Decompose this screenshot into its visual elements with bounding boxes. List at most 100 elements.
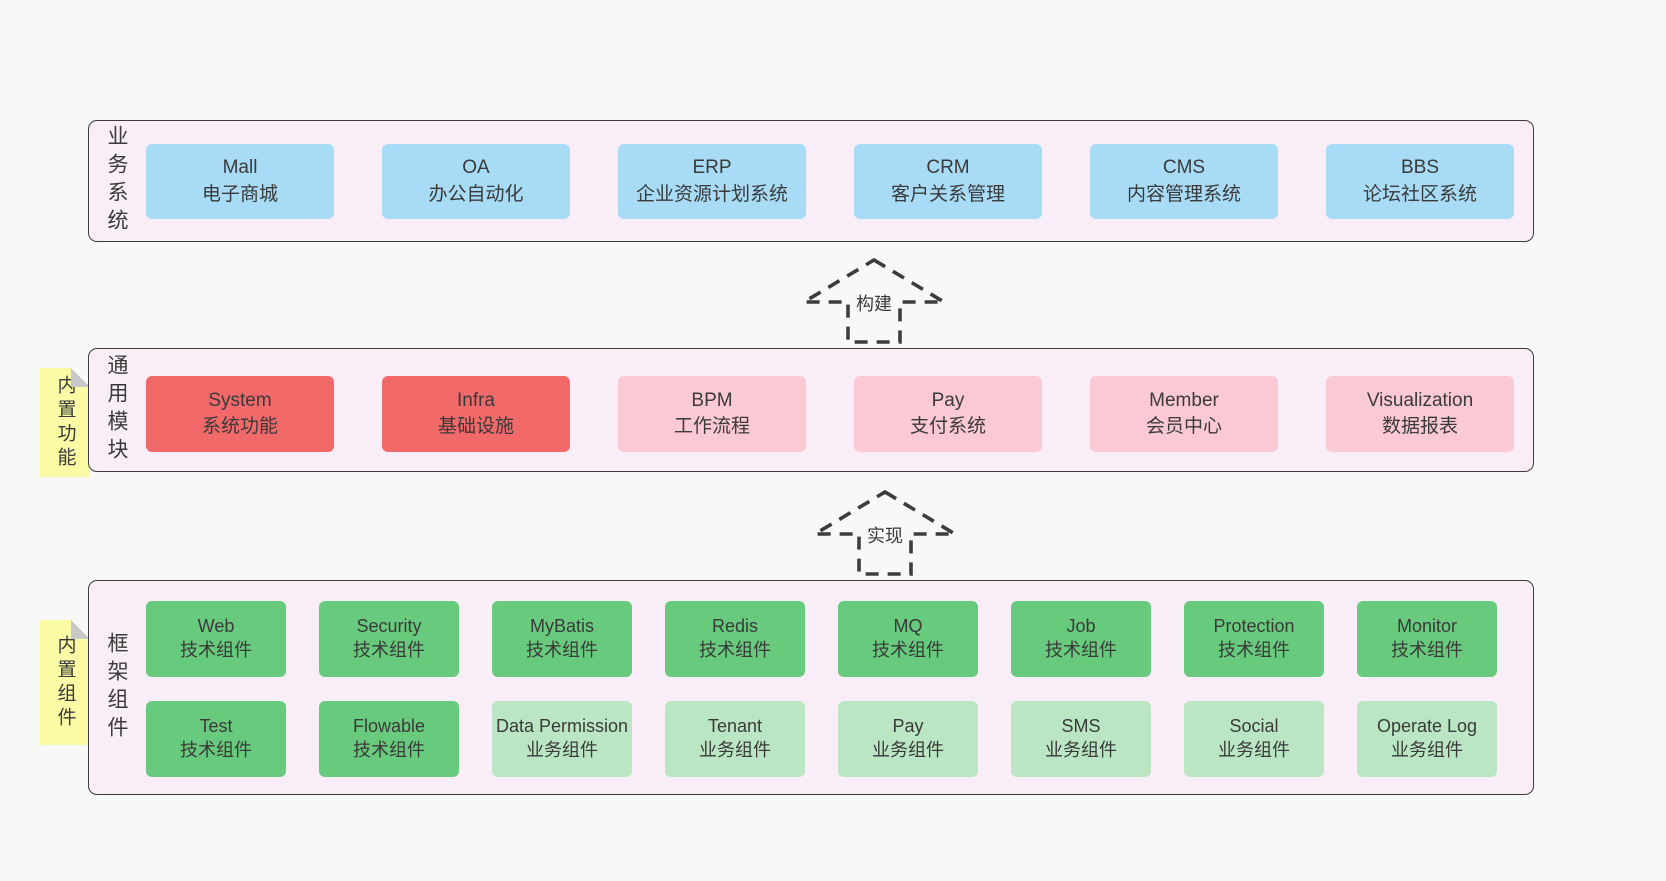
box-name: Job xyxy=(1066,616,1096,637)
box-desc: 业务组件 xyxy=(1045,740,1117,760)
box-desc: 技术组件 xyxy=(353,740,425,760)
box-desc: 会员中心 xyxy=(1145,416,1222,437)
component-box-mybatis: MyBatis 技术组件 xyxy=(492,601,632,677)
component-box-monitor: Monitor 技术组件 xyxy=(1357,601,1497,677)
business-section-label: 业务系统 xyxy=(105,125,128,237)
box-name: Pay xyxy=(892,716,924,737)
framework-components-section: 框架组件 Web 技术组件 Security 技术组件 MyBatis 技术组件… xyxy=(88,580,1534,795)
component-box-tenant: Tenant 业务组件 xyxy=(665,701,805,777)
build-arrow: 构建 xyxy=(799,256,949,344)
module-box-visualization: Visualization 数据报表 xyxy=(1326,376,1514,452)
module-box-member: Member 会员中心 xyxy=(1090,376,1278,452)
module-box-bpm: BPM 工作流程 xyxy=(618,376,806,452)
component-box-test: Test 技术组件 xyxy=(146,701,286,777)
module-box-infra: Infra 基础设施 xyxy=(382,376,570,452)
module-box-system: System 系统功能 xyxy=(146,376,334,452)
business-box-crm: CRM 客户关系管理 xyxy=(854,144,1042,219)
box-desc: 系统功能 xyxy=(201,416,278,437)
business-boxes-row: Mall 电子商城 OA 办公自动化 ERP 企业资源计划系统 CRM 客户关系… xyxy=(146,144,1514,219)
box-desc: 支付系统 xyxy=(909,416,986,437)
box-name: ERP xyxy=(692,157,732,179)
builtin-components-tag: 内置组件 xyxy=(40,620,90,745)
box-desc: 技术组件 xyxy=(1218,640,1290,660)
business-systems-section: 业务系统 Mall 电子商城 OA 办公自动化 ERP 企业资源计划系统 CRM… xyxy=(88,120,1534,242)
box-name: Monitor xyxy=(1396,616,1458,637)
components-row-2: Test 技术组件 Flowable 技术组件 Data Permission … xyxy=(146,701,1497,777)
component-box-mq: MQ 技术组件 xyxy=(838,601,978,677)
box-desc: 技术组件 xyxy=(872,640,944,660)
component-box-flowable: Flowable 技术组件 xyxy=(319,701,459,777)
box-name: OA xyxy=(462,157,490,179)
box-name: CMS xyxy=(1162,157,1206,179)
box-name: System xyxy=(208,389,272,411)
box-name: Redis xyxy=(711,616,759,637)
component-box-redis: Redis 技术组件 xyxy=(665,601,805,677)
common-modules-section: 通用模块 System 系统功能 Infra 基础设施 BPM 工作流程 Pay… xyxy=(88,348,1534,472)
component-box-security: Security 技术组件 xyxy=(319,601,459,677)
box-name: Social xyxy=(1229,716,1279,737)
component-box-social: Social 业务组件 xyxy=(1184,701,1324,777)
box-name: MyBatis xyxy=(529,616,594,637)
box-desc: 技术组件 xyxy=(1391,640,1463,660)
dashed-up-arrow-icon xyxy=(799,257,949,344)
box-name: CRM xyxy=(926,157,970,179)
box-name: BBS xyxy=(1400,157,1440,179)
business-box-mall: Mall 电子商城 xyxy=(146,144,334,219)
box-desc: 办公自动化 xyxy=(428,183,524,205)
box-desc: 论坛社区系统 xyxy=(1362,183,1477,205)
box-desc: 技术组件 xyxy=(353,640,425,660)
component-box-sms: SMS 业务组件 xyxy=(1011,701,1151,777)
box-name: Member xyxy=(1149,389,1219,411)
business-box-oa: OA 办公自动化 xyxy=(382,144,570,219)
box-name: Visualization xyxy=(1366,389,1474,411)
implement-arrow: 实现 xyxy=(810,488,960,576)
box-name: Pay xyxy=(931,389,965,411)
box-desc: 电子商城 xyxy=(201,183,278,205)
implement-arrow-label: 实现 xyxy=(864,521,906,549)
component-box-job: Job 技术组件 xyxy=(1011,601,1151,677)
box-name: MQ xyxy=(893,616,923,637)
builtin-features-tag: 内置功能 xyxy=(40,368,90,477)
box-name: Tenant xyxy=(707,716,763,737)
business-box-cms: CMS 内容管理系统 xyxy=(1090,144,1278,219)
component-box-pay: Pay 业务组件 xyxy=(838,701,978,777)
box-desc: 内容管理系统 xyxy=(1126,183,1241,205)
module-box-pay: Pay 支付系统 xyxy=(854,376,1042,452)
components-section-label: 框架组件 xyxy=(105,631,128,744)
box-desc: 技术组件 xyxy=(1045,640,1117,660)
box-name: Infra xyxy=(456,389,496,411)
box-desc: 业务组件 xyxy=(872,740,944,760)
component-box-operate-log: Operate Log 业务组件 xyxy=(1357,701,1497,777)
dashed-up-arrow-icon xyxy=(810,489,960,576)
component-box-protection: Protection 技术组件 xyxy=(1184,601,1324,677)
box-desc: 技术组件 xyxy=(526,640,598,660)
box-desc: 技术组件 xyxy=(699,640,771,660)
box-name: BPM xyxy=(691,389,733,411)
box-name: Web xyxy=(197,616,235,637)
modules-boxes-row: System 系统功能 Infra 基础设施 BPM 工作流程 Pay 支付系统… xyxy=(146,376,1514,452)
box-desc: 业务组件 xyxy=(1391,740,1463,760)
box-name: Test xyxy=(199,716,233,737)
box-desc: 企业资源计划系统 xyxy=(635,183,788,205)
box-name: Data Permission xyxy=(495,716,629,737)
business-box-bbs: BBS 论坛社区系统 xyxy=(1326,144,1514,219)
box-name: Operate Log xyxy=(1376,716,1478,737)
box-name: Flowable xyxy=(352,716,426,737)
box-desc: 技术组件 xyxy=(180,740,252,760)
modules-section-label: 通用模块 xyxy=(105,354,128,466)
box-desc: 基础设施 xyxy=(437,416,514,437)
tag-text: 内置功能 xyxy=(54,374,76,471)
box-name: Protection xyxy=(1213,616,1295,637)
box-desc: 技术组件 xyxy=(180,640,252,660)
box-name: Security xyxy=(356,616,422,637)
components-row-1: Web 技术组件 Security 技术组件 MyBatis 技术组件 Redi… xyxy=(146,601,1497,677)
tag-text: 内置组件 xyxy=(54,634,76,731)
business-box-erp: ERP 企业资源计划系统 xyxy=(618,144,806,219)
box-desc: 工作流程 xyxy=(673,416,750,437)
component-box-data-permission: Data Permission 业务组件 xyxy=(492,701,632,777)
box-desc: 业务组件 xyxy=(1218,740,1290,760)
box-desc: 数据报表 xyxy=(1381,416,1458,437)
box-desc: 业务组件 xyxy=(699,740,771,760)
build-arrow-label: 构建 xyxy=(853,289,895,317)
